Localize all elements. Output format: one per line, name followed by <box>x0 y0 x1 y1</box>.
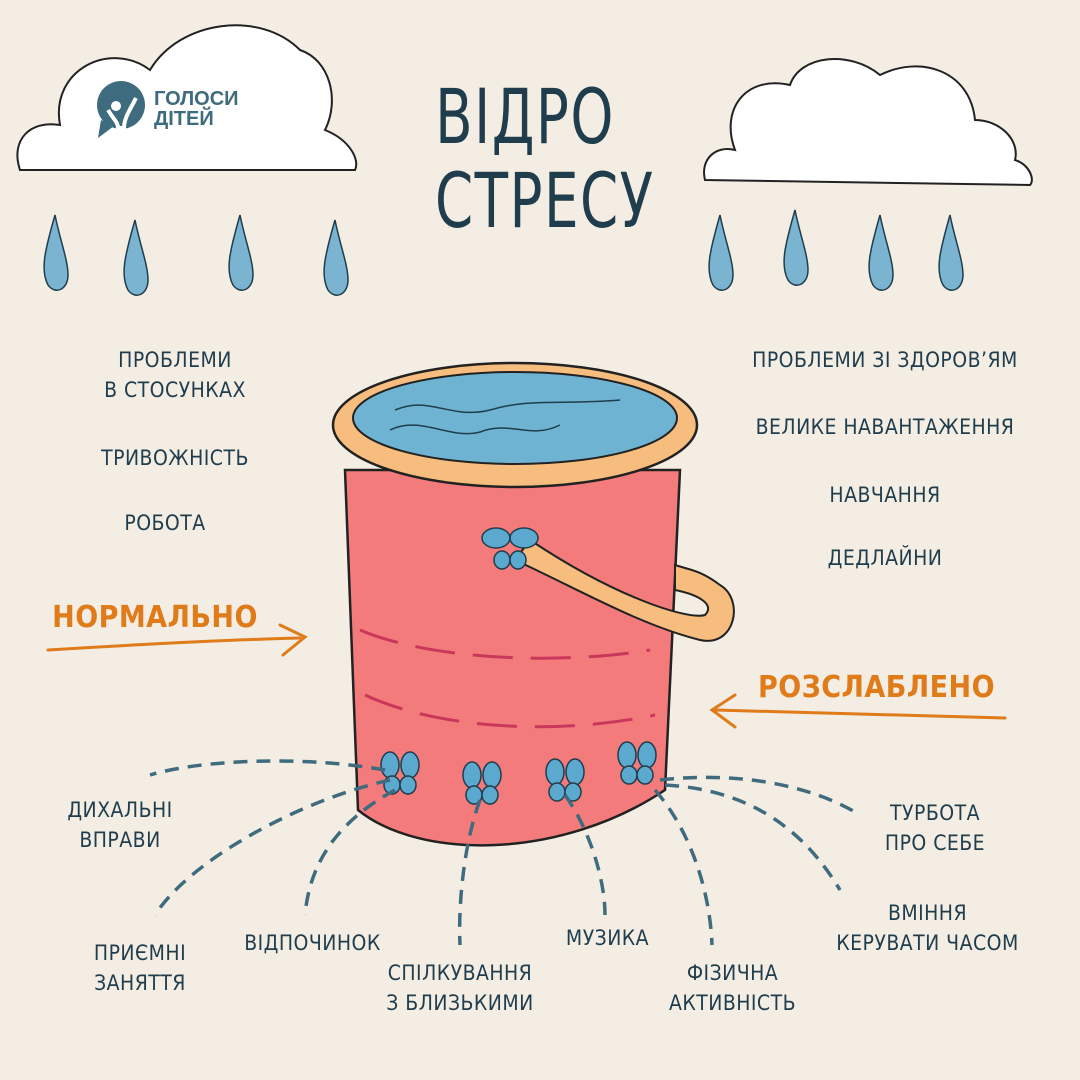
stressor-study: НАВЧАННЯ <box>829 483 941 507</box>
bucket-water <box>352 371 678 465</box>
coping-breathing: ДИХАЛЬНІ ВПРАВИ <box>67 798 173 852</box>
coping-hobbies: ПРИЄМНІ ЗАНЯТТЯ <box>93 941 187 995</box>
bucket-stitches <box>359 628 656 729</box>
logo: ГОЛОСИ ДІТЕЙ <box>96 80 239 138</box>
butterflies <box>380 527 657 805</box>
cloud-right <box>703 58 1033 187</box>
coping-rest: ВІДПОЧИНОК <box>244 931 381 955</box>
stressor-anxiety: ТРИВОЖНІСТЬ <box>101 446 249 470</box>
stressor-health: ПРОБЛЕМИ ЗІ ЗДОРОВ’ЯМ <box>752 348 1018 372</box>
coping-self-care: ТУРБОТА ПРО СЕБЕ <box>884 801 986 855</box>
coping-physical-activity: ФІЗИЧНА АКТИВНІСТЬ <box>668 961 796 1015</box>
level-relaxed: РОЗСЛАБЛЕНО <box>758 670 996 705</box>
level-normal: НОРМАЛЬНО <box>52 600 258 635</box>
logo-text: ГОЛОСИ ДІТЕЙ <box>154 88 239 130</box>
coping-time-management: ВМІННЯ КЕРУВАТИ ЧАСОМ <box>836 901 1019 955</box>
arrow-relaxed-icon <box>709 693 1007 729</box>
stressor-relationships: ПРОБЛЕМИ В СТОСУНКАХ <box>104 348 246 402</box>
page-title: ВІДРО СТРЕСУ <box>435 72 655 245</box>
arrow-normal-icon <box>46 623 308 657</box>
coping-socializing: СПІЛКУВАННЯ З БЛИЗЬКИМИ <box>386 961 534 1015</box>
logo-icon <box>97 81 145 138</box>
raindrops <box>43 209 964 296</box>
connector-lines <box>149 759 861 946</box>
bucket-handle <box>513 538 735 642</box>
stressor-work: РОБОТА <box>124 511 206 535</box>
stressor-deadlines: ДЕДЛАЙНИ <box>827 546 943 570</box>
coping-music: МУЗИКА <box>565 926 650 950</box>
stressor-workload: ВЕЛИКЕ НАВАНТАЖЕННЯ <box>755 415 1015 439</box>
